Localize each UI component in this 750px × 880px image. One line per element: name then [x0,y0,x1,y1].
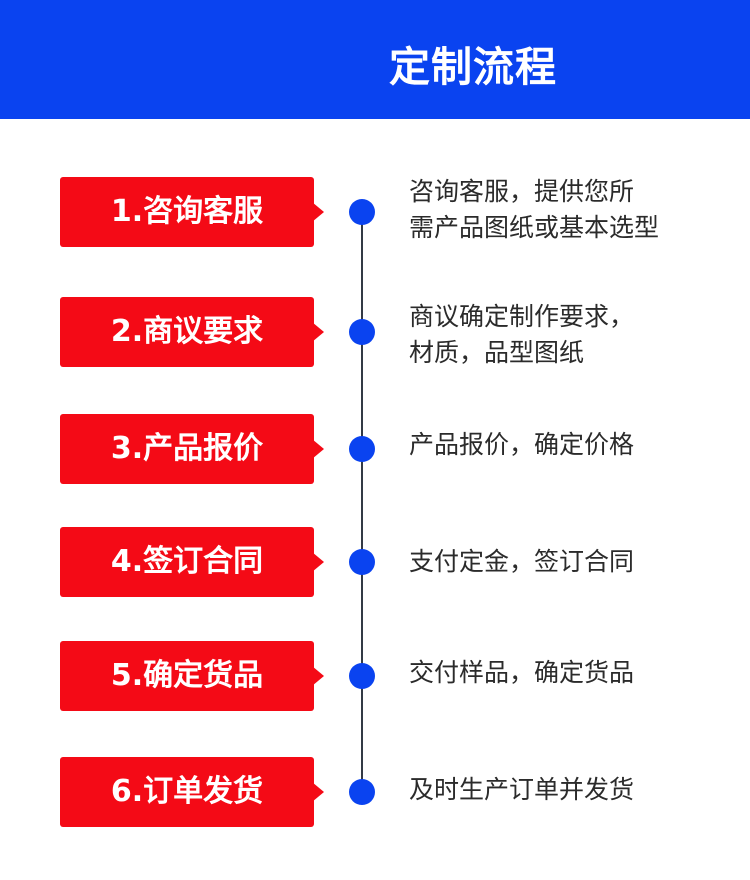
step-description-line: 产品报价，确定价格 [409,430,635,459]
timeline-dot [349,199,375,225]
timeline-dot [349,549,375,575]
process-step-5: 5.确定货品 交付样品，确定货品 [0,641,750,711]
step-description: 交付样品，确定货品 [409,655,729,691]
step-description-line: 需产品图纸或基本选型 [409,213,660,242]
step-description: 产品报价，确定价格 [409,427,729,463]
header-banner: 定制流程 [0,0,750,119]
badge-pointer [312,782,324,802]
badge-pointer [312,552,324,572]
step-badge: 2.商议要求 [60,297,314,367]
process-step-6: 6.订单发货 及时生产订单并发货 [0,757,750,827]
process-step-3: 3.产品报价 产品报价，确定价格 [0,414,750,484]
step-badge: 1.咨询客服 [60,177,314,247]
step-badge: 5.确定货品 [60,641,314,711]
step-badge: 3.产品报价 [60,414,314,484]
step-description-line: 及时生产订单并发货 [409,775,635,804]
step-description-line: 咨询客服，提供您所 [409,177,635,206]
timeline-dot [349,436,375,462]
timeline-dot [349,319,375,345]
timeline-line [361,212,363,792]
step-description: 支付定金，签订合同 [409,544,729,580]
step-badge: 4.签订合同 [60,527,314,597]
step-description: 咨询客服，提供您所 需产品图纸或基本选型 [409,174,729,246]
step-description-line: 支付定金，签订合同 [409,547,635,576]
badge-pointer [312,666,324,686]
process-step-4: 4.签订合同 支付定金，签订合同 [0,527,750,597]
timeline-dot [349,663,375,689]
timeline-dot [349,779,375,805]
step-description-line: 材质，品型图纸 [409,338,585,367]
step-description: 商议确定制作要求， 材质，品型图纸 [409,299,729,371]
page-title: 定制流程 [389,43,557,91]
step-description: 及时生产订单并发货 [409,772,729,808]
process-step-2: 2.商议要求 商议确定制作要求， 材质，品型图纸 [0,297,750,367]
step-description-line: 商议确定制作要求， [409,302,635,331]
process-step-1: 1.咨询客服 咨询客服，提供您所 需产品图纸或基本选型 [0,177,750,247]
badge-pointer [312,322,324,342]
step-badge: 6.订单发货 [60,757,314,827]
badge-pointer [312,202,324,222]
badge-pointer [312,439,324,459]
step-description-line: 交付样品，确定货品 [409,658,635,687]
